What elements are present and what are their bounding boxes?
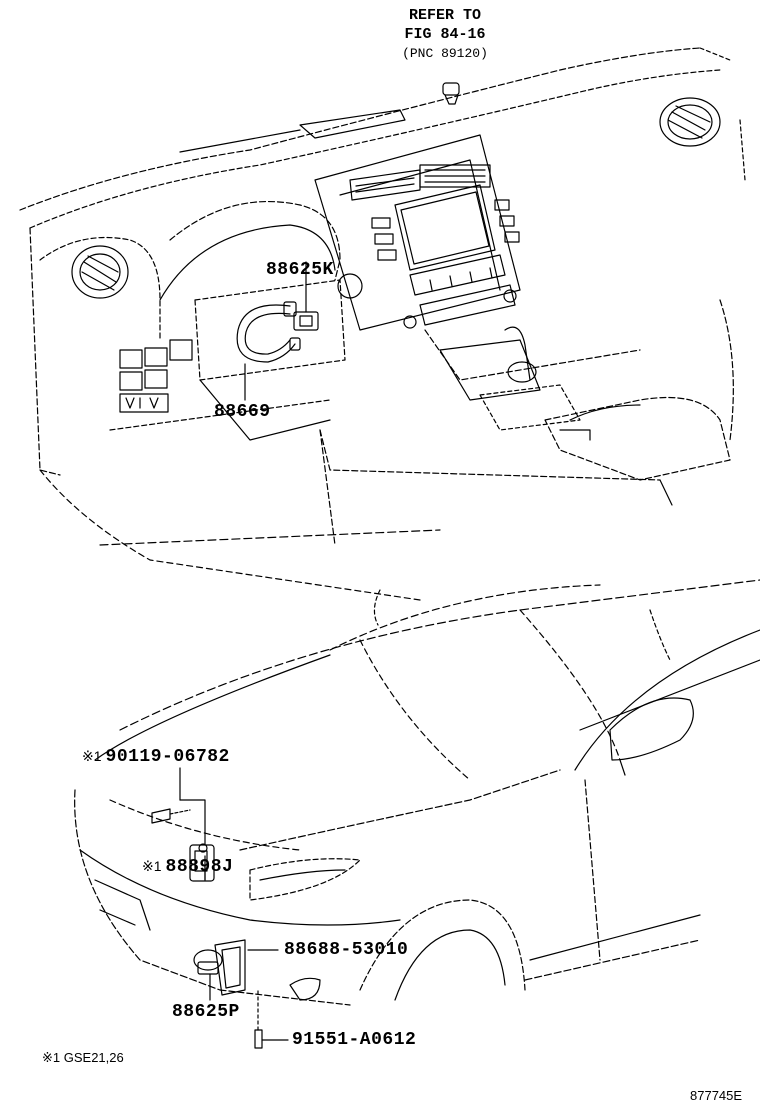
car-exterior-illustration: [75, 580, 760, 1048]
part-label-88688-53010: 88688-53010: [284, 940, 409, 960]
footnote: ※1 GSE21,26: [42, 1050, 124, 1066]
note-mark-1: ※1: [82, 748, 102, 764]
footnote-mark: ※1: [42, 1050, 61, 1065]
part-label-88625P: 88625P: [172, 1002, 240, 1022]
footnote-text: GSE21,26: [63, 1050, 124, 1065]
illustration-number: 877745E: [690, 1088, 743, 1103]
refer-line-2: FIG 84-16: [404, 26, 486, 43]
refer-line-3: (PNC 89120): [402, 46, 488, 61]
part-label-90119-row: ※1 90119-06782: [82, 747, 230, 767]
refer-line-1: REFER TO: [408, 7, 481, 24]
note-mark-2: ※1: [142, 858, 162, 874]
part-label-88898J: 88898J: [165, 857, 234, 877]
part-label-90119-06782: 90119-06782: [105, 747, 230, 767]
part-label-91551-A0612: 91551-A0612: [292, 1030, 417, 1050]
refer-callout: REFER TO FIG 84-16 (PNC 89120): [380, 6, 510, 63]
part-label-88898J-row: ※1 88898J: [142, 857, 233, 877]
part-label-88669: 88669: [214, 402, 271, 422]
part-label-88625K: 88625K: [266, 260, 334, 280]
dashboard-illustration: [20, 48, 745, 600]
leader-lines: [180, 262, 306, 1040]
